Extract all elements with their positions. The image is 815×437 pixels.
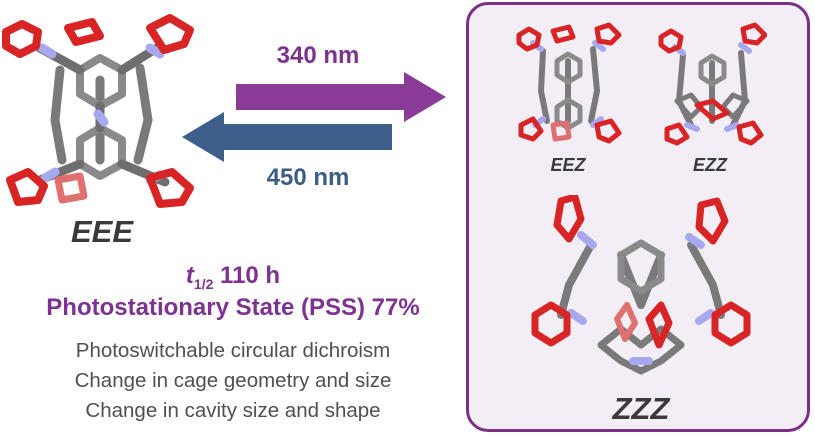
backward-wavelength-label: 450 nm [266, 164, 350, 191]
eez-label: EEZ [550, 155, 586, 175]
half-life-subscript: 1/2 [193, 275, 214, 292]
eee-label: EEE [70, 214, 134, 249]
half-life-value: 110 h [213, 262, 281, 289]
eez-cage-structure [516, 22, 622, 144]
ezz-label: EZZ [693, 155, 727, 175]
eee-cage-structure [2, 14, 194, 208]
forward-wavelength-label: 340 nm [276, 42, 360, 69]
backward-arrow [182, 112, 392, 162]
half-life-symbol: t [185, 262, 194, 289]
zzz-cage-structure [531, 195, 751, 375]
half-life: t1/2 110 h [0, 262, 466, 292]
forward-arrow [236, 72, 446, 122]
property-line-3: Change in cavity size and shape [85, 399, 381, 422]
pss-value: Photostationary State (PSS) 77% [46, 294, 420, 321]
property-line-1: Photoswitchable circular dichroism [75, 339, 391, 362]
ezz-cage-structure [658, 22, 767, 146]
property-line-2: Change in cage geometry and size [74, 369, 392, 392]
isomer-panel: EEZ EZZ ZZZ [466, 2, 810, 432]
zzz-label: ZZZ [612, 391, 670, 426]
